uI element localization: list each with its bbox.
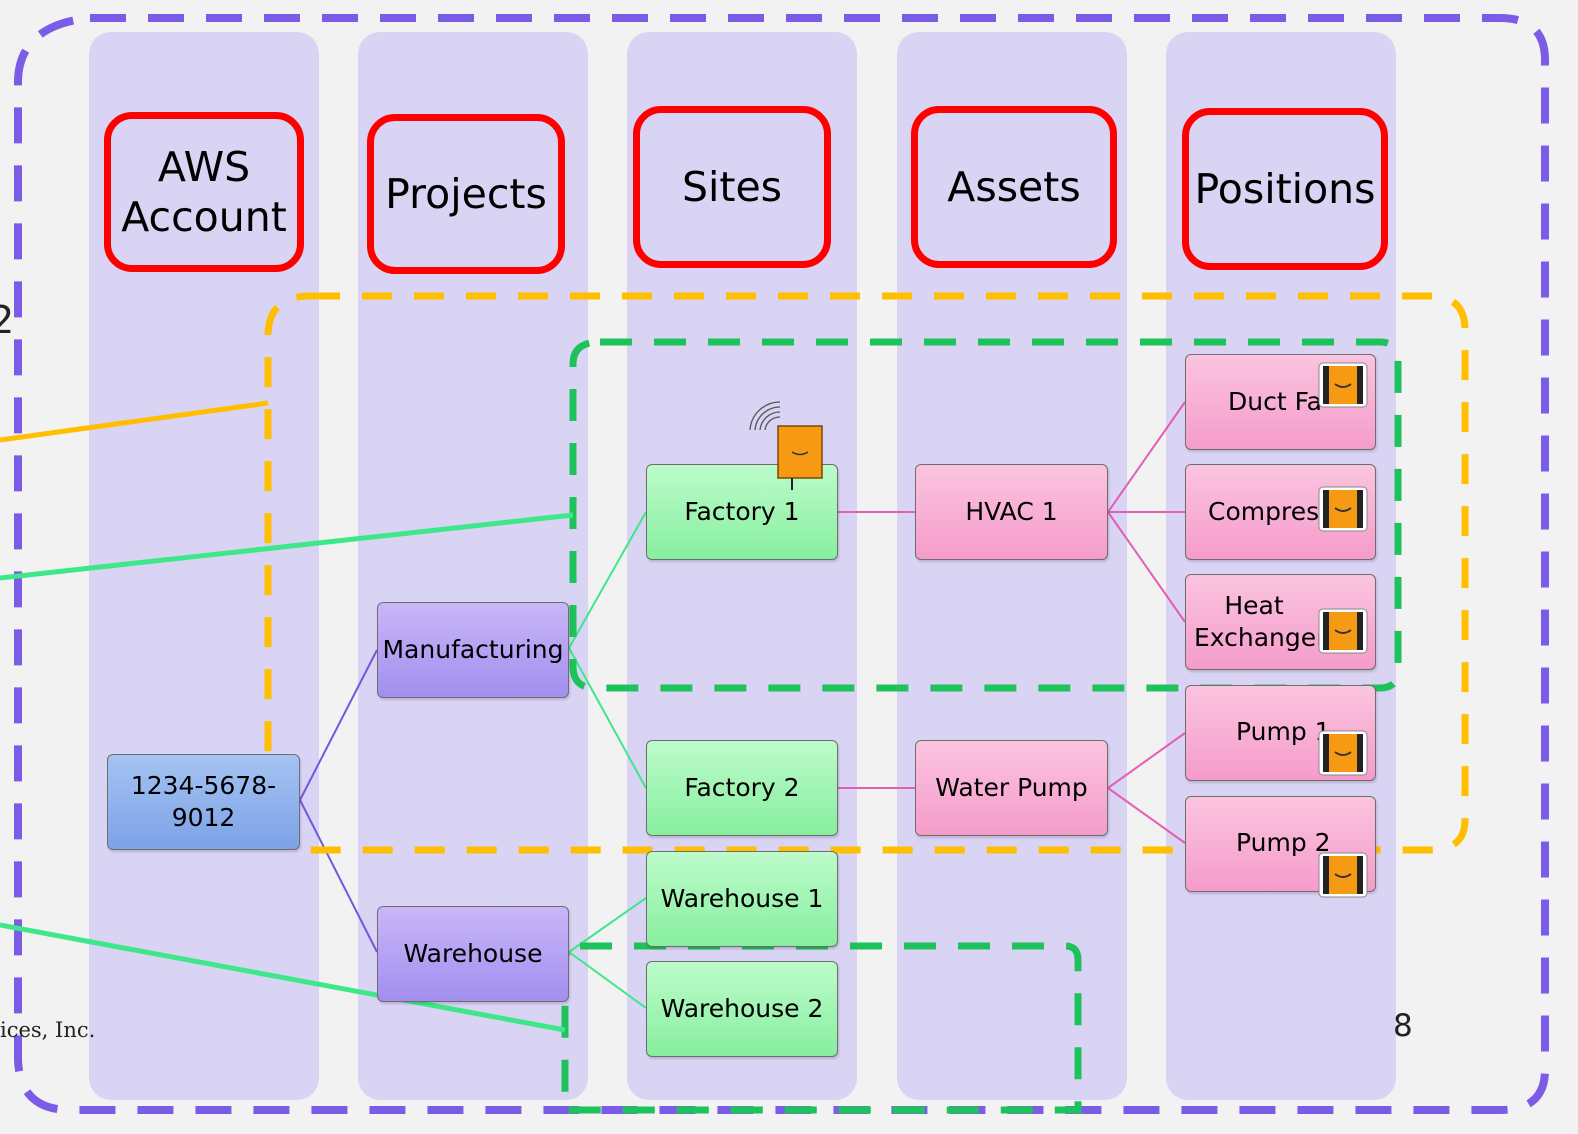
node-position-pump2-label: Pump 2	[1236, 828, 1331, 857]
sensor-icon	[1318, 608, 1368, 654]
left-edge-fragment: 2	[0, 298, 15, 342]
node-asset-waterpump-label: Water Pump	[935, 772, 1088, 802]
header-projects: Projects	[367, 114, 565, 274]
node-position-ductfan-label: Duct Fa	[1228, 386, 1322, 416]
node-position-pump2[interactable]: Pump 2	[1185, 796, 1376, 892]
node-project-manufacturing-label: Manufacturing	[382, 634, 564, 664]
node-site-factory2-label: Factory 2	[684, 772, 800, 802]
gateway-sensor-icon	[749, 401, 823, 490]
sensor-icon	[1318, 852, 1368, 898]
node-asset-waterpump[interactable]: Water Pump	[915, 740, 1108, 836]
wireless-signal-icon	[749, 401, 781, 431]
node-account-label: 1234-5678-9012	[130, 770, 277, 833]
header-aws-account: AWS Account	[104, 112, 304, 272]
sensor-icon	[1318, 362, 1368, 408]
copyright-text: ices, Inc.	[0, 1018, 96, 1042]
node-account[interactable]: 1234-5678-9012	[107, 754, 300, 850]
node-position-pump1-label: Pump 1	[1236, 717, 1331, 746]
header-assets: Assets	[911, 106, 1117, 268]
node-site-warehouse2[interactable]: Warehouse 2	[646, 961, 838, 1057]
node-position-compressor-label: Compres	[1208, 496, 1320, 526]
node-site-warehouse1-label: Warehouse 1	[660, 883, 824, 913]
node-site-factory1-label: Factory 1	[684, 496, 800, 526]
node-site-factory1[interactable]: Factory 1	[646, 464, 838, 560]
node-position-heatexchanger[interactable]: Heat Exchanger	[1185, 574, 1376, 670]
node-site-warehouse2-label: Warehouse 2	[660, 993, 824, 1023]
node-position-heatexchanger-label: Heat Exchanger	[1194, 590, 1327, 653]
node-site-warehouse1[interactable]: Warehouse 1	[646, 851, 838, 947]
node-asset-hvac1[interactable]: HVAC 1	[915, 464, 1108, 560]
header-sites: Sites	[633, 106, 831, 268]
node-site-factory2[interactable]: Factory 2	[646, 740, 838, 836]
sensor-icon	[1318, 730, 1368, 776]
sensor-icon	[1318, 486, 1368, 532]
node-project-manufacturing[interactable]: Manufacturing	[377, 602, 569, 698]
node-project-warehouse[interactable]: Warehouse	[377, 906, 569, 1002]
header-positions: Positions	[1182, 108, 1388, 270]
page-number: 8	[1393, 1008, 1413, 1044]
node-project-warehouse-label: Warehouse	[403, 938, 543, 968]
node-asset-hvac1-label: HVAC 1	[965, 496, 1058, 526]
